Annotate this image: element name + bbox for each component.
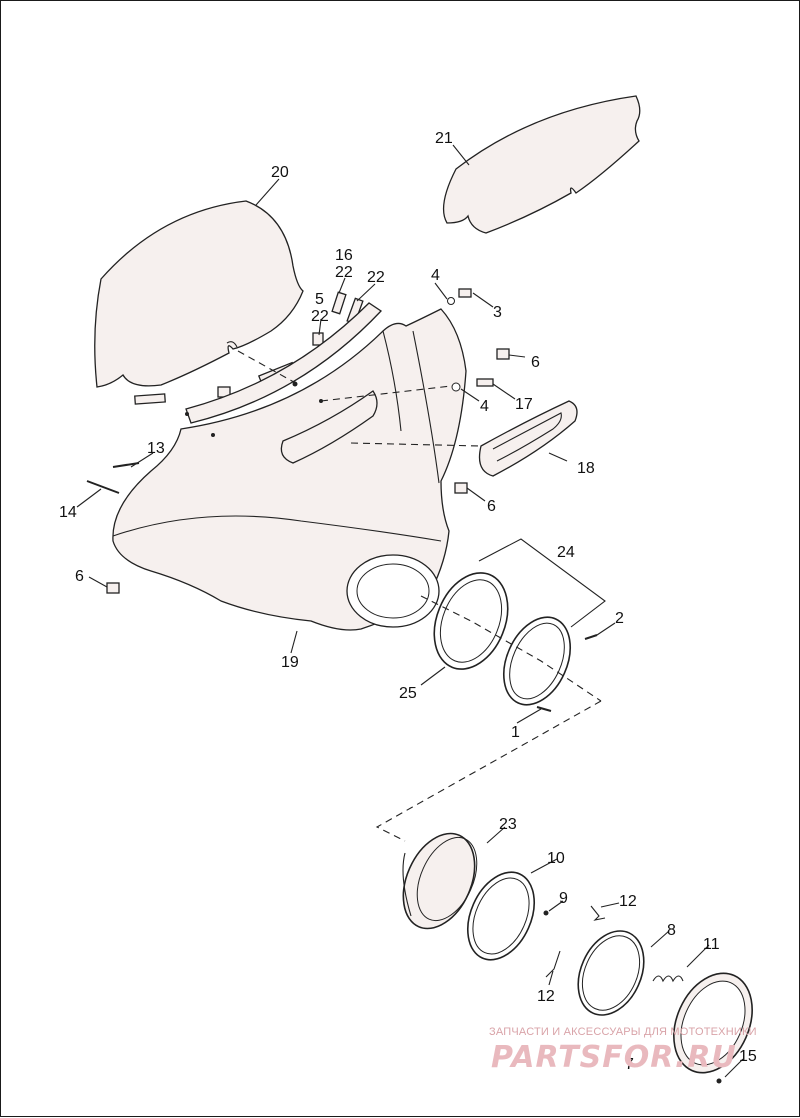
nut-4-upper bbox=[447, 297, 455, 305]
fairing-vent-bezel bbox=[280, 390, 378, 464]
callout-10: 10 bbox=[547, 850, 565, 867]
callout-2: 2 bbox=[615, 610, 624, 627]
callout-6c: 6 bbox=[75, 568, 84, 585]
watermark-brand: PARTSFOR.RU bbox=[491, 1040, 737, 1075]
callout-21: 21 bbox=[435, 130, 453, 147]
align-line-4 bbox=[320, 385, 452, 402]
callout-12b: 12 bbox=[537, 988, 555, 1005]
callout-17: 17 bbox=[515, 396, 533, 413]
leader-lines bbox=[76, 144, 744, 1078]
screw-15 bbox=[716, 1078, 722, 1084]
screw-3 bbox=[458, 288, 472, 298]
callout-8: 8 bbox=[667, 922, 676, 939]
clip-6-middle bbox=[454, 482, 468, 494]
callout-5: 5 bbox=[315, 291, 324, 308]
clip-16 bbox=[331, 291, 347, 315]
callout-25: 25 bbox=[399, 685, 417, 702]
callout-19: 19 bbox=[281, 654, 299, 671]
callout-20: 20 bbox=[271, 164, 289, 181]
align-line-20 bbox=[237, 350, 302, 387]
clip-6-lower bbox=[106, 582, 120, 594]
callout-23: 23 bbox=[499, 816, 517, 833]
clip-5 bbox=[312, 332, 324, 346]
callout-18: 18 bbox=[577, 460, 595, 477]
callout-11: 11 bbox=[703, 936, 720, 953]
callout-15: 15 bbox=[739, 1048, 757, 1065]
spring-12-lower bbox=[545, 950, 561, 978]
callout-16: 16 bbox=[335, 247, 353, 264]
callout-14: 14 bbox=[59, 504, 77, 521]
screw-13 bbox=[112, 462, 140, 468]
callout-1: 1 bbox=[511, 724, 520, 741]
spring-11 bbox=[652, 975, 684, 983]
mounting-strip bbox=[185, 302, 383, 424]
callout-4b: 4 bbox=[480, 398, 489, 415]
mounting-ring-25 bbox=[433, 572, 509, 670]
align-line-18 bbox=[350, 442, 482, 447]
fairing-19 bbox=[112, 308, 467, 631]
screw-17 bbox=[476, 378, 494, 387]
spring-12-upper bbox=[590, 905, 606, 921]
screw-1 bbox=[536, 706, 552, 712]
callout-3: 3 bbox=[493, 304, 502, 321]
callout-12a: 12 bbox=[619, 893, 637, 910]
callout-6a: 6 bbox=[531, 354, 540, 371]
callout-24: 24 bbox=[557, 544, 575, 561]
trim-strip-22 bbox=[134, 393, 166, 405]
callout-6b: 6 bbox=[487, 498, 496, 515]
callout-7: 7 bbox=[625, 1056, 634, 1073]
screw-2 bbox=[584, 634, 598, 640]
screw-9 bbox=[543, 910, 549, 916]
callout-9: 9 bbox=[559, 890, 568, 907]
windshield-21 bbox=[442, 95, 641, 234]
nut-4-lower bbox=[451, 382, 461, 392]
callout-13: 13 bbox=[147, 440, 165, 457]
headlamp-opening bbox=[346, 554, 440, 628]
windshield-20 bbox=[94, 200, 304, 388]
screw-14 bbox=[86, 480, 120, 494]
align-line-25 bbox=[420, 595, 602, 702]
callout-22c: 22 bbox=[311, 308, 329, 325]
callout-22b: 22 bbox=[367, 269, 385, 286]
bracket-ring-24 bbox=[503, 616, 571, 706]
bracket-24 bbox=[478, 538, 606, 628]
align-line-headlamp bbox=[375, 700, 602, 842]
callout-22a: 22 bbox=[335, 264, 353, 281]
clip-6-upper bbox=[496, 348, 510, 360]
watermark-tagline: ЗАПЧАСТИ И АКСЕССУАРЫ ДЛЯ МОТОТЕХНИКИ bbox=[489, 1026, 757, 1038]
callout-4a: 4 bbox=[431, 267, 440, 284]
retaining-ring-10 bbox=[467, 871, 535, 961]
gasket-8 bbox=[577, 930, 645, 1016]
